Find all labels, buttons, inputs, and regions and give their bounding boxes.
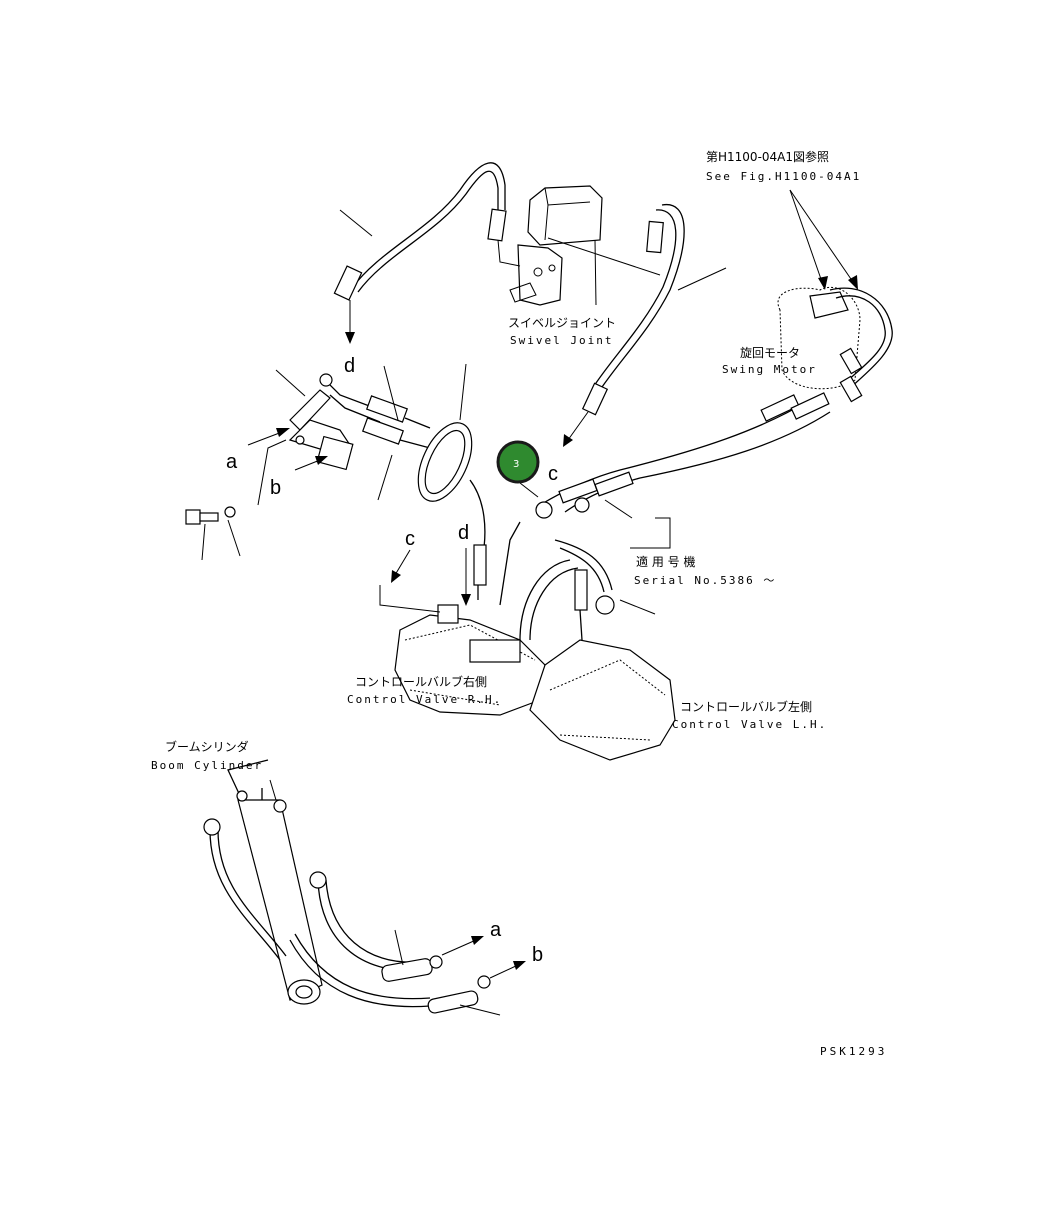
control-valve-lh [529,539,676,761]
letter-c-lower: c [405,528,415,550]
reference-arrows [789,189,858,290]
letter-b-bottom: b [532,944,543,966]
swing-motor-label-jp: 旋回モータ [740,346,800,360]
boom-cylinder-label-jp: ブームシリンダ [165,739,249,754]
boom-cylinder-label-en: Boom Cylinder [151,759,263,772]
upper-right-hose [547,204,727,416]
letter-a-bottom: a [490,919,502,941]
callout-3[interactable]: 3 [496,440,540,484]
callout-circle[interactable] [496,440,540,484]
swivel-joint-label-jp: スイベルジョイント [508,316,616,330]
drawing-code: PSK1293 [820,1045,887,1058]
arrow-d-lower [461,548,471,606]
swing-motor-label-en: Swing Motor [722,363,817,376]
letter-a-left: a [226,451,238,473]
control-valve-rh-label-en: Control Valve R.H. [347,693,502,706]
control-valve-rh-label-jp: コントロールバルブ右側 [355,674,487,689]
serial-label-jp: 適 用 号 機 [636,554,695,569]
control-valve-lh-label-en: Control Valve L.H. [672,718,827,731]
reference-label-jp: 第H1100-04A1図参照 [706,149,829,164]
arrow-c-lower [379,549,441,613]
swing-motor [777,286,893,403]
swivel-joint-label-en: Swivel Joint [510,334,613,347]
control-valve-lh-label-jp: コントロールバルブ左側 [680,699,812,714]
reference-label-en: See Fig.H1100-04A1 [706,170,861,183]
boom-cylinder [203,759,526,1016]
letter-d-lower: d [458,522,469,544]
arrow-to-d-top [345,300,355,344]
long-hoses [519,392,831,519]
serial-bracket [630,517,671,549]
upper-left-hose [333,162,521,301]
letter-b-left: b [270,477,281,499]
swivel-joint [509,185,603,306]
callout-number: 3 [513,459,519,470]
serial-label-en: Serial No.5386 ～ [634,574,776,587]
control-valve-rh [394,521,579,716]
letter-c-top: c [548,463,558,485]
arrow-to-c-top [563,411,589,447]
letter-d-top: d [344,355,355,377]
left-fittings [185,365,431,561]
seal-ring [417,363,486,561]
